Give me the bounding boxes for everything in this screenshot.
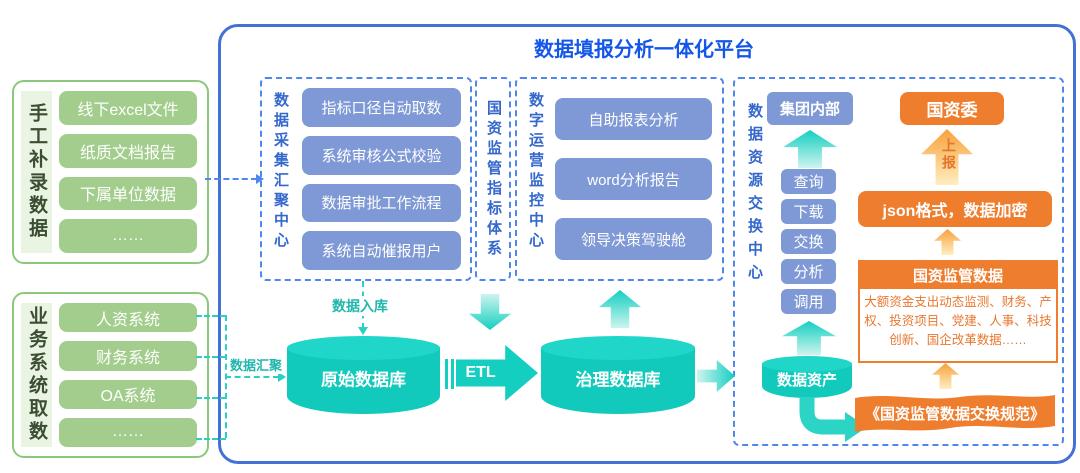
aggregate-dashed-line <box>225 376 279 378</box>
report-label: 上报 <box>941 138 957 172</box>
biz-system-group: 业务系统取数 人资系统 财务系统 OA系统 …… <box>12 292 209 458</box>
manual-data-items: 线下excel文件 纸质文档报告 下属单位数据 …… <box>59 91 197 253</box>
monitoring-center-label: 数字运营监控中心 <box>527 92 544 252</box>
cylinder-top <box>762 356 852 372</box>
supervision-data-title: 国资监管数据 <box>860 262 1056 289</box>
action-query: 查询 <box>781 169 836 194</box>
exchange-center-panel: 数据资源交换中心 集团内部 查询 下载 交换 分析 调用 数据资产 国资委 上报… <box>733 77 1064 446</box>
biz-connector <box>196 397 226 399</box>
page-title: 数据填报分析一体化平台 <box>534 39 754 61</box>
indicator-system-panel: 国资监管指标体系 <box>475 77 511 281</box>
monitoring-center-panel: 数字运营监控中心 自助报表分析 word分析报告 领导决策驾驶舱 <box>515 77 724 281</box>
biz-connector <box>196 356 226 358</box>
governed-db-label: 治理数据库 <box>575 370 661 390</box>
list-item: …… <box>59 417 197 447</box>
biz-system-label: 业务系统取数 <box>26 306 47 444</box>
list-item: 人资系统 <box>59 303 197 333</box>
list-item: OA系统 <box>59 379 197 409</box>
manual-data-label-strip: 手工补录数据 <box>21 91 52 253</box>
list-item: word分析报告 <box>555 158 712 200</box>
gzw-box: 国资委 <box>900 92 1004 125</box>
list-item: 下属单位数据 <box>59 176 197 211</box>
manual-data-connector <box>205 178 257 180</box>
raw-db-label: 原始数据库 <box>321 370 406 390</box>
etl-label: ETL <box>465 364 496 381</box>
collection-center-panel: 数据采集汇聚中心 指标口径自动取数 系统审核公式校验 数据审批工作流程 系统自动… <box>260 77 472 281</box>
json-format-box: json格式，数据加密 <box>858 191 1052 227</box>
cylinder-top <box>541 336 695 360</box>
cylinder-top <box>287 336 440 360</box>
action-download: 下载 <box>781 199 836 224</box>
biz-system-label-strip: 业务系统取数 <box>21 303 52 447</box>
biz-connector <box>196 315 226 317</box>
list-item: 纸质文档报告 <box>59 133 197 168</box>
manual-data-group: 手工补录数据 线下excel文件 纸质文档报告 下属单位数据 …… <box>12 80 209 264</box>
list-item: 系统自动催报用户 <box>302 231 461 270</box>
action-analyze: 分析 <box>781 259 836 284</box>
asset-db-label: 数据资产 <box>776 372 837 390</box>
biz-system-items: 人资系统 财务系统 OA系统 …… <box>59 303 197 447</box>
list-item: 系统审核公式校验 <box>302 135 461 175</box>
monitoring-items: 自助报表分析 word分析报告 领导决策驾驶舱 <box>555 98 712 260</box>
platform-frame <box>218 24 1076 464</box>
list-item: 领导决策驾驶舱 <box>555 218 712 260</box>
list-item: 财务系统 <box>59 341 197 371</box>
list-item: 自助报表分析 <box>555 98 712 140</box>
arrowhead-right <box>256 174 264 184</box>
exchange-center-label: 数据资源交换中心 <box>746 103 763 287</box>
aggregate-label: 数据汇聚 <box>228 355 285 374</box>
etl-bar <box>445 359 448 389</box>
arrowhead-right <box>278 372 286 382</box>
arrowhead-down <box>358 327 368 335</box>
up-arrow <box>782 321 836 355</box>
action-invoke: 调用 <box>781 289 836 314</box>
collection-center-label: 数据采集汇聚中心 <box>272 92 289 252</box>
supervision-data-body: 大额资金支出动态监测、财务、产权、投资项目、党建、人事、科技创新、国企改革数据…… <box>864 295 1052 347</box>
group-internal-box: 集团内部 <box>767 92 853 125</box>
manual-data-label: 手工补录数据 <box>26 103 47 241</box>
asset-db-cylinder: 数据资产 <box>762 356 852 398</box>
list-item: …… <box>59 219 197 253</box>
list-item: 线下excel文件 <box>59 91 197 125</box>
supervision-data-card: 国资监管数据 大额资金支出动态监测、财务、产权、投资项目、党建、人事、科技创新、… <box>858 260 1058 363</box>
indicator-system-label: 国资监管指标体系 <box>485 100 502 260</box>
biz-connector <box>196 438 226 440</box>
ingest-label: 数据入库 <box>330 296 390 316</box>
up-arrow <box>783 130 837 168</box>
up-arrow <box>934 229 961 255</box>
list-item: 指标口径自动取数 <box>302 88 461 127</box>
spec-banner: 《国资监管数据交换规范》 <box>855 391 1055 435</box>
etl-bar <box>451 359 454 389</box>
raw-db-cylinder: 原始数据库 <box>287 336 440 414</box>
list-item: 数据审批工作流程 <box>302 183 461 223</box>
action-exchange: 交换 <box>781 229 836 254</box>
up-arrow <box>932 363 959 389</box>
collection-items: 指标口径自动取数 系统审核公式校验 数据审批工作流程 系统自动催报用户 <box>302 88 461 270</box>
governed-db-cylinder: 治理数据库 <box>541 336 695 414</box>
